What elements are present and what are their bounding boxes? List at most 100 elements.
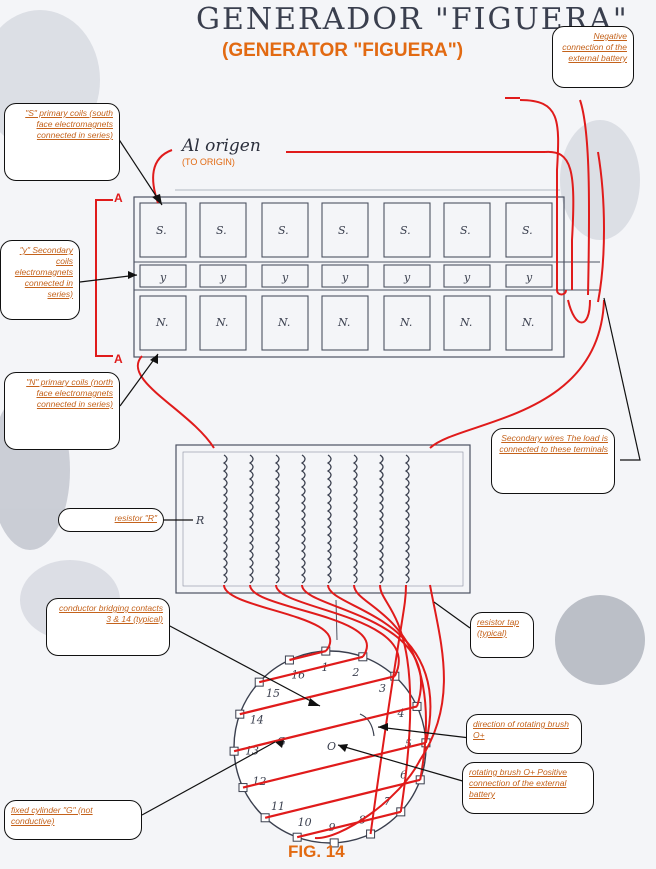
coil-s-5 [383, 202, 431, 258]
coil-n-label: N. [155, 316, 168, 329]
callout-n-primary-coils: "N" primary coils (north face electromag… [4, 372, 120, 450]
leader-conductor [167, 624, 321, 707]
coil-y-4 [321, 264, 369, 288]
contact-number: 6 [400, 768, 407, 781]
contact-number: 1 [322, 661, 329, 674]
marker-a-bottom: A [114, 352, 123, 366]
contact-number: 2 [351, 666, 359, 679]
coil-grid-frame [133, 196, 565, 358]
contact-number: 3 [379, 682, 386, 695]
coil-y-label: y [341, 271, 349, 284]
resistor-coil-2 [248, 454, 254, 584]
bridge-wire-3 [239, 675, 396, 716]
resistor-coil-6 [352, 454, 358, 584]
secondary-terminal-wire [567, 299, 591, 324]
contact-number: 10 [298, 816, 312, 829]
callout-rotating-brush: rotating brush O+ Positive connection of… [462, 762, 594, 814]
coil-s-label: S. [338, 224, 349, 237]
coil-s-1 [139, 202, 187, 258]
coil-grid [133, 189, 600, 358]
resistor-box [175, 444, 471, 594]
leader-direction [377, 726, 471, 739]
bridge-wire-4 [233, 705, 418, 753]
leader-n-coils [119, 353, 159, 407]
coil-n-4 [321, 295, 369, 351]
coil-n-label: N. [459, 316, 472, 329]
arrowhead-direction [378, 723, 388, 731]
callout-fixed-cylinder: fixed cylinder "G" (not conductive) [4, 800, 142, 840]
coil-y-1 [139, 264, 187, 288]
coil-y-5 [383, 264, 431, 288]
callout-brush-direction: direction of rotating brush O+ [466, 714, 582, 754]
coil-cells: S.yN.S.yN.S.yN.S.yN.S.yN.S.yN.S.yN. [139, 202, 553, 351]
coil-s-3 [261, 202, 309, 258]
resistor-tap-wires [223, 584, 445, 840]
coil-y-3 [261, 264, 309, 288]
coil-y-7 [505, 264, 553, 288]
coil-y-label: y [403, 271, 411, 284]
tap-wire-3 [275, 584, 400, 677]
resistor-coil-4 [300, 454, 306, 584]
leader-secondary [603, 297, 641, 461]
callout-resistor-tap: resistor tap (typical) [470, 612, 534, 658]
coil-s-label: S. [460, 224, 471, 237]
contact-number: 14 [250, 714, 264, 727]
coil-y-label: y [281, 271, 289, 284]
n-coil-wire [136, 355, 215, 449]
contact-bridge-wires [233, 650, 427, 839]
a-bracket [95, 199, 113, 357]
negative-wire [519, 99, 567, 296]
paper-title: GENERADOR "FIGUERA" [196, 2, 629, 37]
coil-s-4 [321, 202, 369, 258]
callout-negative-connection: Negative connection of the external batt… [552, 26, 634, 88]
leader-lines [79, 137, 641, 816]
resistor-coils [222, 454, 410, 584]
coil-n-1 [139, 295, 187, 351]
leader-y-coils [79, 274, 138, 283]
resistor-coil-8 [404, 454, 410, 584]
return-wire [544, 150, 575, 290]
arrowhead-y [128, 271, 137, 279]
coil-s-label: S. [278, 224, 289, 237]
coil-n-label: N. [337, 316, 350, 329]
leader-tap [433, 601, 471, 629]
tap-wire-2 [249, 584, 368, 658]
secondary-wire-lower [597, 151, 605, 303]
tap-wire-return [314, 584, 445, 840]
contact-number: 4 [397, 707, 405, 720]
leader-s-coils [117, 137, 163, 206]
resistor-coil-7 [378, 454, 384, 584]
tap-wire-1 [223, 584, 331, 652]
callout-s-primary-coils: "S" primary coils (south face electromag… [4, 103, 120, 181]
resistor-letter: R [195, 514, 204, 527]
marker-a-top: A [114, 191, 123, 205]
brush-letter: O [327, 740, 336, 753]
callout-y-secondary-coils: "y" Secondary coils electromagnets conne… [0, 240, 80, 320]
coil-y-label: y [525, 271, 533, 284]
coil-n-label: N. [277, 316, 290, 329]
callout-secondary-wires: Secondary wires The load is connected to… [491, 428, 615, 494]
bridge-wire-2 [258, 655, 364, 684]
contact-number: 11 [271, 800, 285, 813]
coil-n-6 [443, 295, 491, 351]
brush-arrow [359, 713, 375, 737]
coil-n-5 [383, 295, 431, 351]
coil-s-6 [443, 202, 491, 258]
translated-title: (GENERATOR "FIGUERA") [222, 40, 464, 61]
resistor-wire-right [429, 299, 605, 449]
leader-arrowheads [128, 194, 388, 752]
contact-number: 15 [266, 687, 280, 700]
origin-translation: (TO ORIGIN) [182, 157, 235, 167]
bridge-wire-1 [289, 650, 327, 662]
coil-y-label: y [219, 271, 227, 284]
coil-n-3 [261, 295, 309, 351]
coil-s-7 [505, 202, 553, 258]
secondary-wire-upper [579, 99, 591, 296]
tap-wire-6 [353, 584, 427, 781]
arrowhead-s [152, 194, 162, 205]
leader-brush [337, 744, 467, 783]
coil-n-label: N. [521, 316, 534, 329]
coil-s-label: S. [216, 224, 227, 237]
leader-cylinder [141, 741, 276, 816]
